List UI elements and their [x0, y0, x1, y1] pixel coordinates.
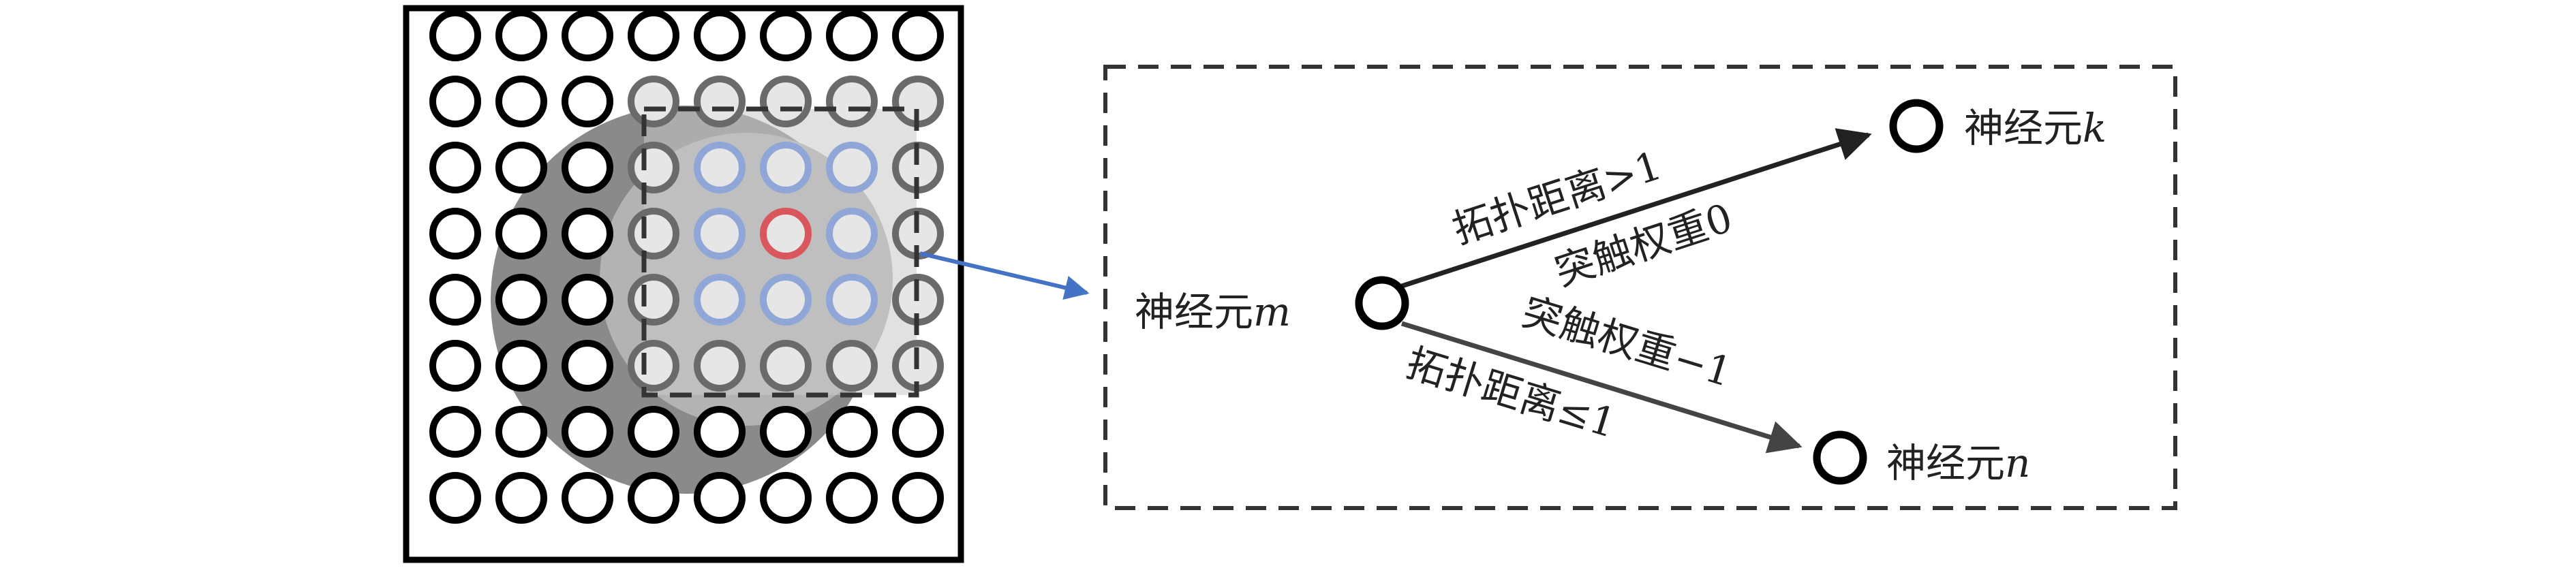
neuron-black-r2-c2 [562, 142, 613, 193]
neuron-black-r7-c0 [429, 472, 481, 524]
neuron-black-r0-c4 [694, 10, 746, 61]
neuron-black-r3-c1 [495, 208, 547, 259]
neuron-gray-r5-c3 [628, 340, 679, 392]
neuron-black-r5-c1 [495, 340, 547, 392]
neuron-black-r3-c0 [429, 208, 481, 259]
neuron-gray-r2-c3 [628, 142, 679, 193]
neuron-black-r0-c2 [562, 10, 613, 61]
zoom-arrow [919, 251, 1090, 300]
neuron-black-r6-c4 [694, 406, 746, 458]
neuron-black-r1-c2 [562, 76, 613, 127]
neuron-gray-r3-c3 [628, 208, 679, 259]
neuron-black-r1-c0 [429, 76, 481, 127]
neuron-black-r6-c2 [562, 406, 613, 458]
neuron-blue-r2-c6 [826, 142, 878, 193]
neuron-black-r3-c2 [562, 208, 613, 259]
edge-m-to-k [1400, 128, 1872, 289]
neuron-blue-r2-c5 [760, 142, 812, 193]
neuron-black-r7-c3 [628, 472, 679, 524]
neuron-blue-r2-c4 [694, 142, 746, 193]
neuron-black-r6-c3 [628, 406, 679, 458]
neuron-black-r0-c1 [495, 10, 547, 61]
neuron-m-label: 神经元m [1135, 289, 1291, 335]
neuron-gray-r5-c4 [694, 340, 746, 392]
neuron-blue-r3-c6 [826, 208, 878, 259]
neuron-black-r0-c7 [892, 10, 944, 61]
neuron-blue-r4-c4 [694, 274, 746, 326]
neuron-blue-r3-c4 [694, 208, 746, 259]
neuron-black-r5-c2 [562, 340, 613, 392]
neuron-black-r2-c0 [429, 142, 481, 193]
neuron-blue-r4-c6 [826, 274, 878, 326]
neuron-grid [429, 10, 944, 524]
neuron-black-r0-c5 [760, 10, 812, 61]
neighborhood-window [641, 106, 919, 398]
neuron-black-r0-c3 [628, 10, 679, 61]
neuron-black-r6-c1 [495, 406, 547, 458]
neuron-black-r0-c0 [429, 10, 481, 61]
neuron-gray-r5-c6 [826, 340, 878, 392]
edge-m-to-n [1400, 321, 1803, 454]
neuron-gray-r1-c6 [826, 76, 878, 127]
neuron-lattice [403, 5, 964, 563]
neuron-gray-r5-c5 [760, 340, 812, 392]
neuron-gray-r1-c5 [760, 76, 812, 127]
neuron-gray-r1-c3 [628, 76, 679, 127]
neuron-black-r6-c0 [429, 406, 481, 458]
neuron-black-r5-c0 [429, 340, 481, 392]
neuron-black-r7-c6 [826, 472, 878, 524]
neuron-black-r0-c6 [826, 10, 878, 61]
neuron-black-r7-c7 [892, 472, 944, 524]
neuron-black-r7-c2 [562, 472, 613, 524]
neuron-black-r2-c1 [495, 142, 547, 193]
neuron-black-r1-c1 [495, 76, 547, 127]
neuron-black-r4-c0 [429, 274, 481, 326]
neuron-n-node [1813, 430, 1867, 485]
edge-n-weight-label: 突触权重−1 [1517, 288, 1738, 396]
neuron-gray-r1-c4 [694, 76, 746, 127]
neuron-black-r7-c4 [694, 472, 746, 524]
neuron-black-r4-c1 [495, 274, 547, 326]
lattice-frame [403, 5, 964, 563]
neuron-m-node [1355, 276, 1409, 330]
neuron-black-r4-c2 [562, 274, 613, 326]
neuron-blue-r4-c5 [760, 274, 812, 326]
neuron-black-r7-c1 [495, 472, 547, 524]
neuron-black-r6-c5 [760, 406, 812, 458]
neuron-black-r6-c6 [826, 406, 878, 458]
detail-frame [1103, 65, 2177, 510]
neuron-black-r6-c7 [892, 406, 944, 458]
neuron-k-label: 神经元k [1964, 105, 2106, 151]
neuron-gray-r4-c3 [628, 274, 679, 326]
neuron-n-label: 神经元n [1886, 440, 2030, 486]
neuron-k-node [1889, 99, 1944, 153]
neuron-red-r3-c5 [760, 208, 812, 259]
connection-detail-panel: 神经元m 神经元k 神经元n 拓扑距离>1 突触权重0 突触权重−1 拓扑距离≤… [1103, 65, 2177, 510]
neuron-black-r7-c5 [760, 472, 812, 524]
